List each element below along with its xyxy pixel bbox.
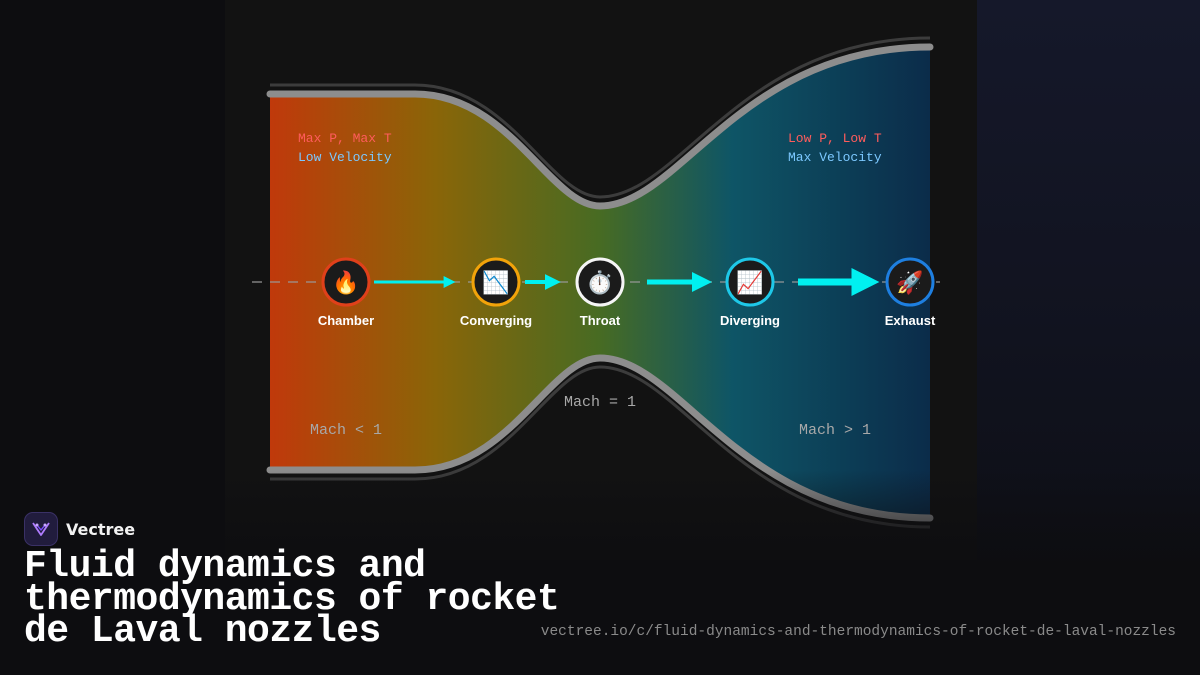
nozzle-top-wall	[266, 43, 934, 210]
stage-node-chamber: 🔥 Chamber	[318, 257, 374, 328]
stage-node-ring	[321, 257, 371, 307]
stage-label: Converging	[460, 313, 532, 328]
stage-nodes: 🔥 Chamber 📉 Converging ⏱️ Throat 📈 Diverging 🚀 Ex…	[318, 257, 936, 328]
exit-velocity-label: Max Velocity	[788, 150, 882, 165]
stage-node-throat: ⏱️ Throat	[575, 257, 625, 328]
mach-subsonic-label: Mach < 1	[310, 422, 382, 439]
exit-pressure-temp-label: Low P, Low T	[788, 131, 882, 146]
stage-node-ring	[885, 257, 935, 307]
stage-node-ring	[725, 257, 775, 307]
chamber-pressure-temp-label: Max P, Max T	[298, 131, 392, 146]
stage-label: Chamber	[318, 313, 374, 328]
mach-sonic-label: Mach = 1	[564, 394, 636, 411]
page-url: vectree.io/c/fluid-dynamics-and-thermody…	[540, 624, 1176, 640]
chart-increasing-icon: 📈	[736, 270, 763, 295]
brand-name: Vectree	[66, 519, 136, 539]
page-title: Fluid dynamics and thermodynamics of roc…	[24, 545, 560, 653]
stage-node-exhaust: 🚀 Exhaust	[885, 257, 936, 328]
chamber-velocity-label: Low Velocity	[298, 150, 392, 165]
stage-label: Diverging	[720, 313, 780, 328]
brand: Vectree	[24, 512, 135, 546]
chart-decreasing-icon: 📉	[482, 270, 509, 295]
stage-node-ring	[575, 257, 625, 307]
mach-supersonic-label: Mach > 1	[799, 422, 871, 439]
stage-label: Throat	[580, 313, 621, 328]
stage-label: Exhaust	[885, 313, 936, 328]
stopwatch-icon: ⏱️	[586, 270, 613, 295]
bottom-fade-overlay	[0, 470, 1200, 675]
stage-node-diverging: 📈 Diverging	[720, 257, 780, 328]
nozzle-top-wall-shadow	[270, 36, 931, 199]
vectree-logo-icon	[24, 512, 58, 546]
rocket-icon: 🚀	[896, 270, 923, 295]
logo-mark	[32, 522, 50, 536]
stage-node-ring	[471, 257, 521, 307]
stage-node-converging: 📉 Converging	[460, 257, 532, 328]
fire-icon: 🔥	[332, 270, 359, 295]
